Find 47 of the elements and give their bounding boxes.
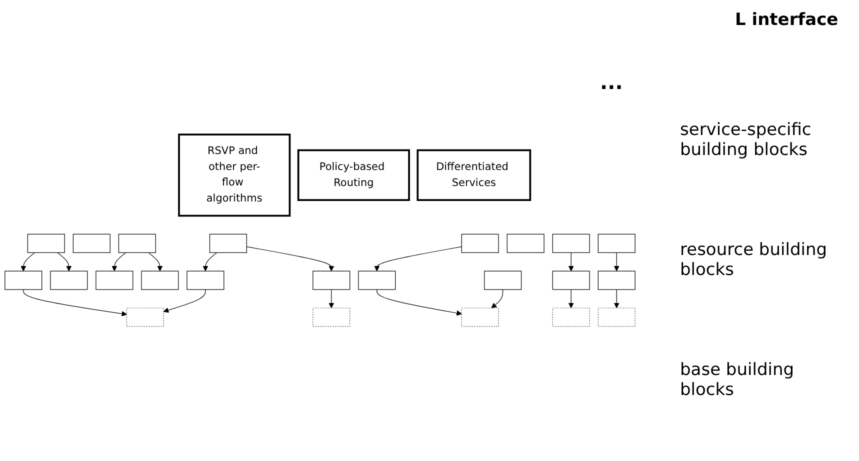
node-box: RSVP and other per-flow algorithms: [178, 134, 291, 217]
node-box: [358, 270, 396, 290]
layer-label: service-specific building blocks: [680, 120, 812, 160]
node-box: [598, 270, 636, 290]
arrow: [374, 246, 462, 272]
layer-label: resource building blocks: [680, 240, 828, 280]
arrow: [614, 289, 620, 308]
arrow: [491, 289, 504, 308]
node-box: [72, 234, 110, 253]
node-box: [506, 234, 544, 253]
node-box: [50, 270, 88, 290]
arrow: [376, 289, 462, 316]
arrow: [246, 246, 334, 272]
node-box: [552, 308, 590, 327]
arrow: [112, 252, 126, 272]
node-box: [552, 234, 590, 253]
node-box: [312, 270, 350, 290]
arrow: [568, 252, 574, 272]
node-box: [186, 270, 224, 290]
node-box: [598, 308, 636, 327]
node-box: [141, 270, 179, 290]
layer-label: base building blocks: [680, 360, 796, 400]
node-box: [118, 234, 156, 253]
arrow: [328, 289, 334, 308]
arrow: [23, 289, 127, 316]
node-box: [312, 308, 350, 327]
ellipsis: ...: [600, 70, 623, 94]
node-box: [461, 234, 499, 253]
arrow: [202, 252, 218, 272]
arrow: [148, 252, 163, 272]
node-box: [4, 270, 42, 290]
node-box: [598, 234, 636, 253]
node-box: [96, 270, 134, 290]
node-box: [461, 308, 499, 327]
node-box: [27, 234, 65, 253]
arrow: [57, 252, 72, 272]
node-box: [209, 234, 247, 253]
node-box: [484, 270, 522, 290]
node-box: Differentiated Services: [416, 149, 532, 201]
arrow: [568, 289, 574, 308]
node-box: [126, 308, 164, 327]
node-box: [552, 270, 590, 290]
node-box: Policy-based Routing: [297, 149, 410, 201]
interface-label: L interface: [735, 10, 838, 30]
arrow: [20, 252, 36, 272]
arrow: [614, 252, 620, 272]
arrow: [163, 289, 206, 313]
